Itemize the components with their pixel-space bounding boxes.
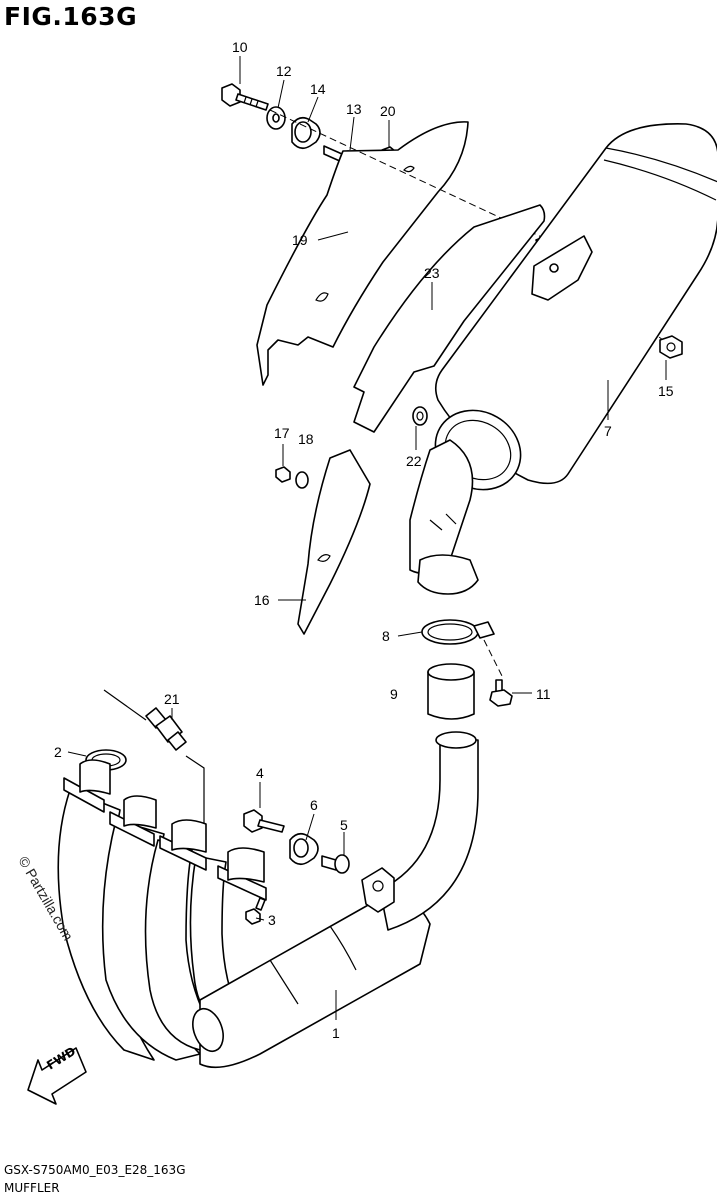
callout-13: 13 <box>346 101 362 117</box>
callout-20: 20 <box>380 103 396 119</box>
bolt-10[interactable] <box>221 83 269 111</box>
washer-12[interactable] <box>266 106 286 130</box>
callout-16: 16 <box>254 592 270 608</box>
callout-14: 14 <box>310 81 326 97</box>
grommet-22[interactable] <box>412 406 428 426</box>
grommet-6[interactable] <box>289 832 319 866</box>
lower-cover-16[interactable] <box>297 449 371 635</box>
callout-4: 4 <box>256 765 264 781</box>
bolt-4[interactable] <box>243 809 285 833</box>
figure-title: FIG.163G <box>4 2 138 31</box>
o2-sensor-21[interactable] <box>103 689 205 828</box>
callout-3: 3 <box>268 912 276 928</box>
callout-7: 7 <box>604 423 612 439</box>
heat-cover-19[interactable] <box>256 121 469 386</box>
diagram-caption: MUFFLER <box>4 1181 60 1195</box>
clamp-8[interactable] <box>421 619 495 645</box>
grommet-14[interactable] <box>291 116 321 150</box>
callout-15: 15 <box>658 383 674 399</box>
callout-1: 1 <box>332 1025 340 1041</box>
callout-19: 19 <box>292 232 308 248</box>
bolt-3[interactable] <box>245 897 266 925</box>
callout-23: 23 <box>424 265 440 281</box>
gasket-9[interactable] <box>427 663 475 720</box>
fwd-arrow-icon: FWD <box>27 1044 87 1105</box>
callout-22: 22 <box>406 453 422 469</box>
screw-17[interactable] <box>275 466 291 483</box>
callout-12: 12 <box>276 63 292 79</box>
bolt-11[interactable] <box>489 679 513 707</box>
muffler-7[interactable] <box>409 123 717 595</box>
washer-18[interactable] <box>295 471 309 489</box>
callout-5: 5 <box>340 817 348 833</box>
nut-15[interactable] <box>659 335 683 359</box>
diagram-code: GSX-S750AM0_E03_E28_163G <box>4 1163 186 1177</box>
callout-8: 8 <box>382 628 390 644</box>
collar-5[interactable] <box>321 854 350 874</box>
callout-21: 21 <box>164 691 180 707</box>
callout-6: 6 <box>310 797 318 813</box>
callout-10: 10 <box>232 39 248 55</box>
callout-17: 17 <box>274 425 290 441</box>
exhaust-pipe-1[interactable] <box>57 731 479 1069</box>
callout-11: 11 <box>536 686 551 702</box>
callout-9: 9 <box>390 686 398 702</box>
callout-2: 2 <box>54 744 62 760</box>
callout-18: 18 <box>298 431 314 447</box>
